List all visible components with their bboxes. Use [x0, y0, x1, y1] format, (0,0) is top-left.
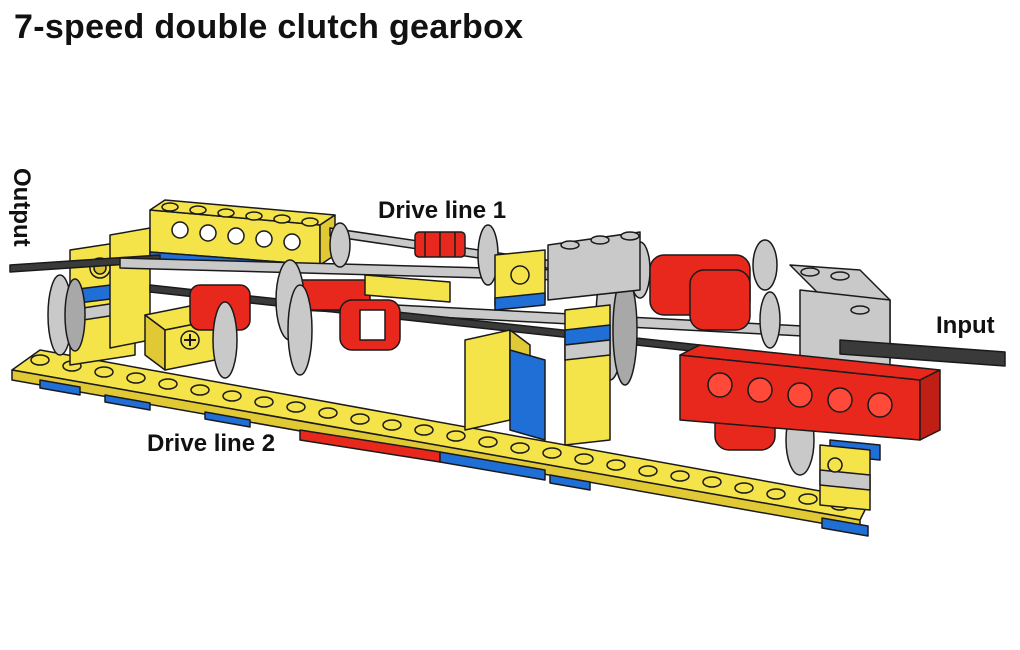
right-red-beam: [679, 344, 941, 461]
diagram-title: 7-speed double clutch gearbox: [14, 8, 524, 46]
drive-line-2-label: Drive line 2: [147, 430, 276, 457]
middle-supports: [364, 249, 611, 446]
output-label: Output: [8, 168, 35, 247]
base-plate: [11, 349, 871, 537]
drive-line-1-coupler: [414, 231, 466, 258]
right-support: [819, 444, 871, 511]
drive-line-1-label: Drive line 1: [378, 197, 507, 224]
upper-left-beam: [149, 199, 336, 273]
input-axle: [839, 339, 1006, 367]
input-label: Input: [936, 312, 995, 339]
